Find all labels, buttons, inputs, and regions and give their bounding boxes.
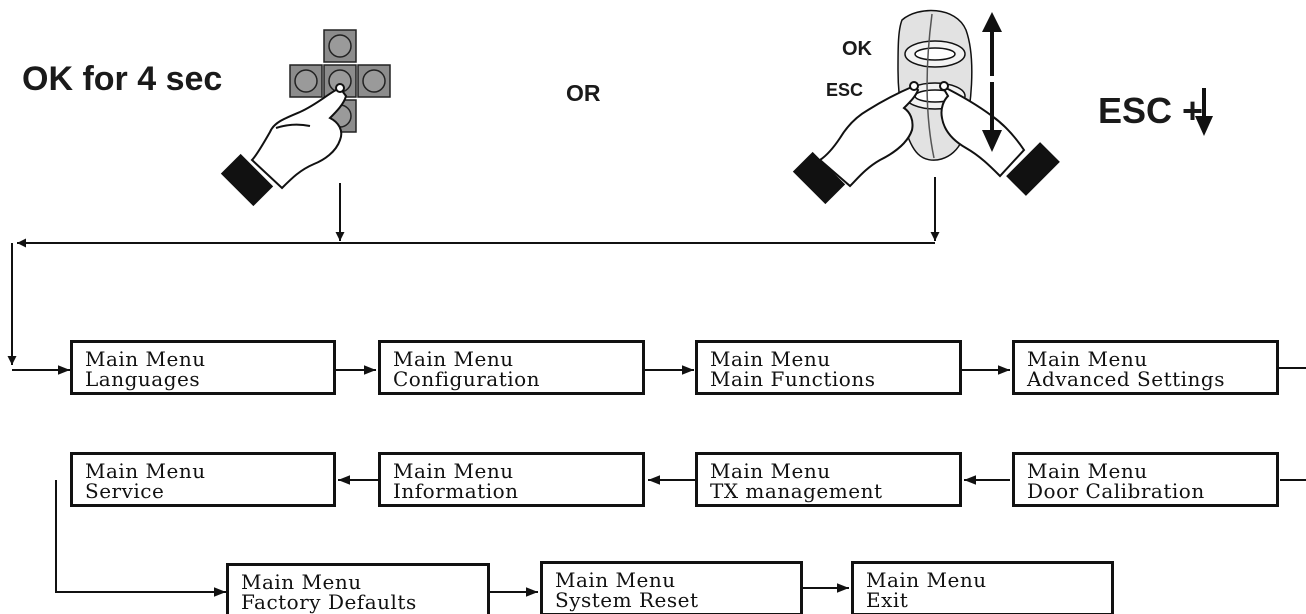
menu-box-tx-management: Main Menu TX management bbox=[695, 452, 962, 507]
menu-title: Main Menu bbox=[241, 570, 362, 594]
menu-title: Main Menu bbox=[710, 459, 831, 483]
menu-title: Main Menu bbox=[393, 347, 514, 371]
menu-box-languages: Main Menu Languages bbox=[70, 340, 336, 395]
menu-item-label: Main Functions bbox=[710, 367, 876, 391]
pressing-hand-icon bbox=[220, 83, 348, 207]
menu-box-configuration: Main Menu Configuration bbox=[378, 340, 645, 395]
menu-box-service: Main Menu Service bbox=[70, 452, 336, 507]
menu-item-label: Door Calibration bbox=[1027, 479, 1205, 503]
or-label: OR bbox=[566, 80, 601, 106]
menu-item-label: Information bbox=[393, 479, 519, 503]
menu-title: Main Menu bbox=[85, 347, 206, 371]
menu-box-door-calibration: Main Menu Door Calibration bbox=[1012, 452, 1279, 507]
menu-title: Main Menu bbox=[393, 459, 514, 483]
ok-button-label: OK bbox=[842, 38, 872, 60]
arrow-service-factory bbox=[55, 480, 226, 597]
menu-item-label: TX management bbox=[710, 479, 883, 503]
menu-title: Main Menu bbox=[85, 459, 206, 483]
menu-item-label: Exit bbox=[866, 588, 909, 612]
menu-item-label: Languages bbox=[85, 367, 201, 391]
menu-box-system-reset: Main Menu System Reset bbox=[540, 561, 803, 614]
esc-combo-instruction: ESC + bbox=[1098, 90, 1204, 131]
menu-title: Main Menu bbox=[866, 568, 987, 592]
menu-title: Main Menu bbox=[555, 568, 676, 592]
keypad-icon bbox=[289, 29, 391, 133]
menu-item-label: Factory Defaults bbox=[241, 590, 417, 614]
esc-button-label: ESC bbox=[826, 80, 864, 100]
menu-item-label: Configuration bbox=[393, 367, 541, 391]
menu-box-advanced-settings: Main Menu Advanced Settings bbox=[1012, 340, 1279, 395]
menu-item-label: Service bbox=[85, 479, 165, 503]
arrow-up-icon bbox=[982, 12, 1002, 76]
menu-box-exit: Main Menu Exit bbox=[851, 561, 1114, 614]
arrow-down-icon bbox=[982, 82, 1002, 152]
menu-title: Main Menu bbox=[710, 347, 831, 371]
ok-hold-instruction: OK for 4 sec bbox=[22, 60, 223, 98]
menu-box-main-functions: Main Menu Main Functions bbox=[695, 340, 962, 395]
arrow-down-icon bbox=[1195, 88, 1213, 136]
menu-item-label: Advanced Settings bbox=[1027, 367, 1226, 391]
menu-box-factory-defaults: Main Menu Factory Defaults bbox=[226, 563, 490, 614]
menu-title: Main Menu bbox=[1027, 347, 1148, 371]
menu-item-label: System Reset bbox=[555, 588, 699, 612]
menu-title: Main Menu bbox=[1027, 459, 1148, 483]
menu-box-information: Main Menu Information bbox=[378, 452, 645, 507]
